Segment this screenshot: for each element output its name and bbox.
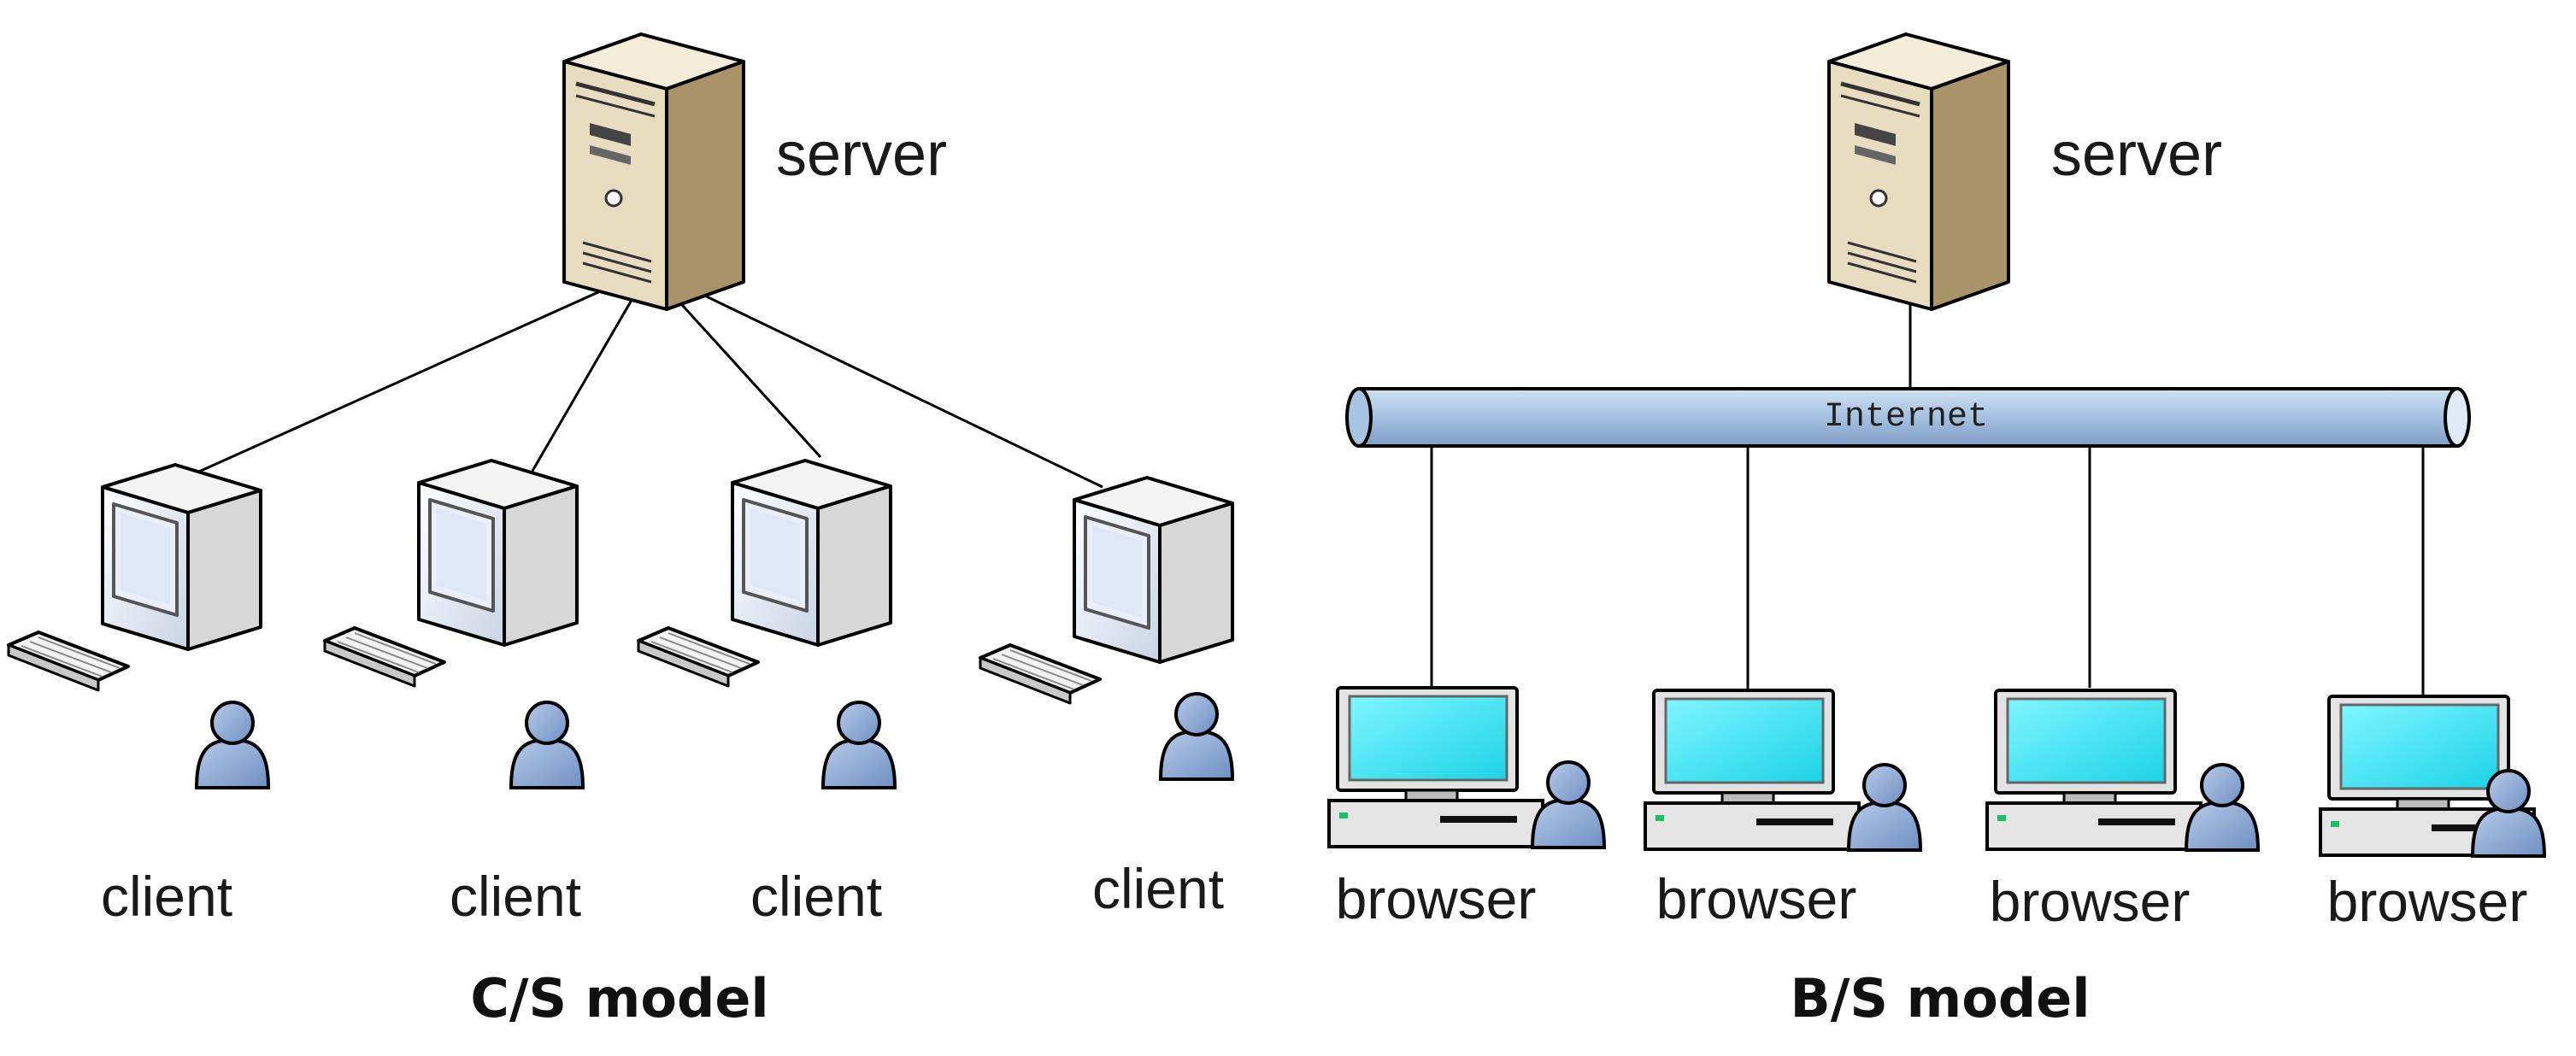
bs-browser-label: browser bbox=[1656, 867, 1857, 930]
bs-server-icon bbox=[1829, 34, 2008, 309]
network-pipe-icon bbox=[1345, 387, 2471, 448]
bs-browser-2: browser bbox=[1644, 689, 1922, 930]
desktop-computer-icon bbox=[323, 459, 579, 688]
user-icon bbox=[821, 701, 897, 789]
cs-client-label: client bbox=[1092, 857, 1224, 920]
bs-browser-label: browser bbox=[1336, 867, 1537, 930]
cs-client-label: client bbox=[101, 865, 232, 928]
bs-browser-4: browser bbox=[2319, 695, 2546, 933]
cs-client-4: client bbox=[979, 476, 1234, 920]
cs-client-2: client bbox=[323, 459, 585, 928]
cs-client-1: client bbox=[7, 463, 270, 928]
bs-browser-label: browser bbox=[1990, 870, 2191, 933]
pc-with-screen-icon bbox=[1644, 689, 1861, 851]
cs-client-label: client bbox=[450, 865, 581, 928]
bs-browser-1: browser bbox=[1327, 686, 1606, 930]
bs-server-label: server bbox=[2051, 120, 2222, 189]
cs-client-label: client bbox=[750, 865, 882, 928]
bs-browser-label: browser bbox=[2327, 870, 2528, 933]
internet-label: Internet bbox=[1824, 398, 1988, 437]
bs-drop-lines bbox=[1430, 446, 2425, 696]
pc-with-screen-icon bbox=[1327, 686, 1544, 848]
desktop-computer-icon bbox=[637, 459, 892, 688]
cs-model-title: C/S model bbox=[470, 967, 768, 1030]
cs-model: server client client client client C/S m… bbox=[7, 34, 1234, 1030]
bs-model-title: B/S model bbox=[1790, 967, 2090, 1030]
bs-browser-3: browser bbox=[1985, 689, 2260, 933]
bs-model: Internet server browser browser browser … bbox=[1327, 34, 2546, 1030]
user-icon bbox=[1159, 692, 1234, 781]
desktop-computer-icon bbox=[7, 463, 262, 692]
desktop-computer-icon bbox=[979, 476, 1234, 705]
user-icon bbox=[509, 701, 585, 789]
cs-server-icon bbox=[564, 34, 744, 309]
cs-server-label: server bbox=[776, 120, 947, 189]
cs-client-3: client bbox=[637, 459, 897, 928]
pc-with-screen-icon bbox=[1985, 689, 2203, 851]
user-icon bbox=[195, 701, 270, 789]
